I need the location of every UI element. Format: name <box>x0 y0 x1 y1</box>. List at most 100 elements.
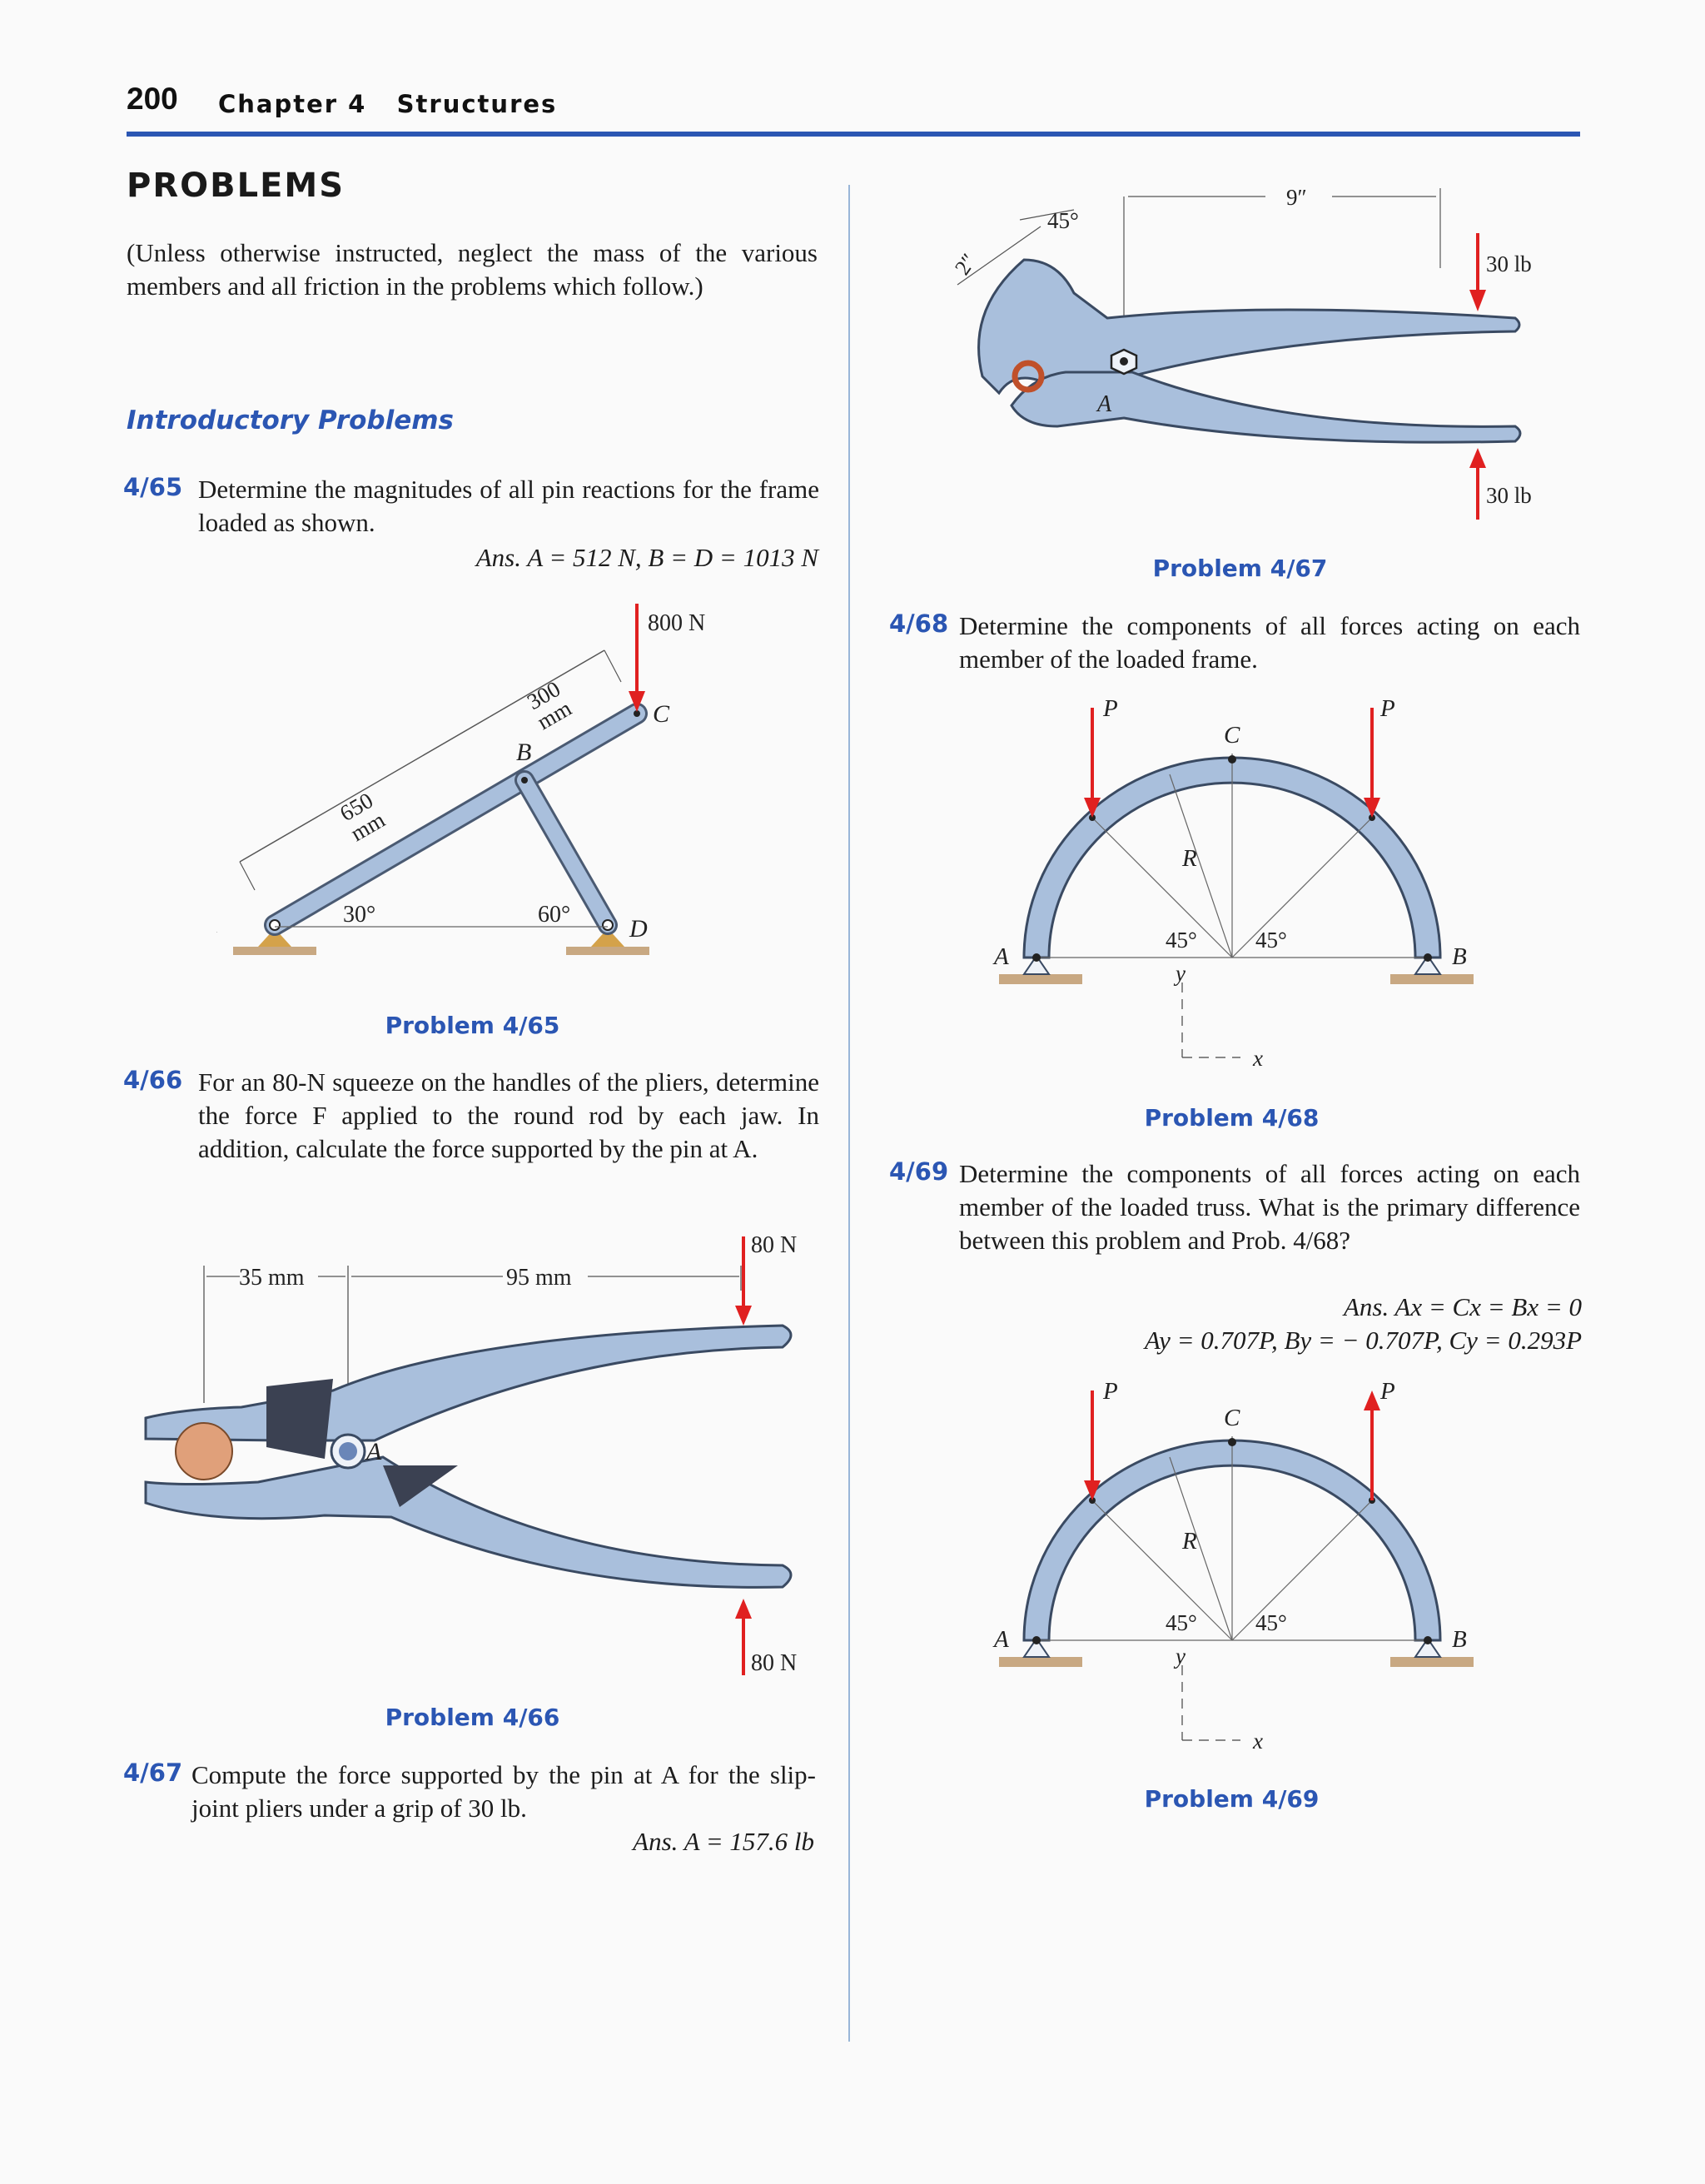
pin-a-inner <box>339 1442 357 1460</box>
label-x: x <box>1252 1729 1263 1754</box>
problem-4-68: 4/68 Determine the components of all for… <box>889 609 1582 674</box>
label-a: A <box>365 1438 382 1465</box>
label-30lb-bottom: 30 lb <box>1486 483 1532 508</box>
label-45deg-right: 45° <box>1255 928 1287 953</box>
arch-frame <box>1022 756 1442 959</box>
dim-650 <box>239 716 490 863</box>
problem-text: Determine the components of all forces a… <box>959 611 1580 674</box>
label-p1: P <box>1102 695 1118 722</box>
problem-text: Determine the components of all forces a… <box>959 1159 1580 1255</box>
round-object <box>1012 360 1045 393</box>
label-45deg-left: 45° <box>1166 928 1197 953</box>
label-45deg: 45° <box>1047 208 1079 233</box>
answer-4-67: Ans. A = 157.6 lb <box>633 1827 814 1856</box>
label-p2: P <box>1379 695 1395 722</box>
slip-pliers-lower <box>1010 371 1522 444</box>
label-80n-top: 80 N <box>751 1232 797 1258</box>
label-45deg-left: 45° <box>1166 1610 1197 1635</box>
pin-b <box>521 777 528 784</box>
problem-text: Compute the force supported by the pin a… <box>191 1760 816 1823</box>
dim-2in <box>957 226 1041 286</box>
page-number: 200 <box>127 82 178 116</box>
problem-4-65: 4/65 Determine the magnitudes of all pin… <box>123 473 819 537</box>
label-95mm: 95 mm <box>506 1265 572 1291</box>
jaw-shadow-upper <box>266 1379 333 1459</box>
column-divider <box>848 185 850 2042</box>
chapter-label: Chapter 4 <box>218 90 367 118</box>
chapter-title: Chapter 4 Structures <box>218 90 557 118</box>
label-p2: P <box>1379 1378 1395 1405</box>
pin-c <box>1228 1438 1236 1446</box>
problem-number: 4/66 <box>123 1066 183 1094</box>
ground-a <box>233 947 316 955</box>
ground-a <box>999 974 1082 984</box>
dim-300 <box>489 649 605 718</box>
support-d <box>591 928 624 947</box>
label-80n-bottom: 80 N <box>751 1650 797 1676</box>
caption-4-67: Problem 4/67 <box>1152 555 1328 582</box>
label-60deg: 60° <box>538 902 570 928</box>
problems-heading: PROBLEMS <box>127 167 345 205</box>
label-a: A <box>992 1626 1009 1653</box>
ground-d <box>566 947 649 955</box>
label-load: 800 N <box>648 610 705 636</box>
label-a: A <box>216 911 217 938</box>
label-b: B <box>1452 943 1467 970</box>
label-x: x <box>1252 1046 1263 1071</box>
label-c: C <box>1224 1405 1240 1431</box>
caption-4-69: Problem 4/69 <box>1144 1785 1320 1813</box>
problem-number: 4/67 <box>123 1759 183 1787</box>
problem-4-66: 4/66 For an 80-N squeeze on the handles … <box>123 1066 819 1163</box>
caption-4-65: Problem 4/65 <box>385 1012 560 1039</box>
problem-number: 4/68 <box>889 609 949 638</box>
pliers-upper <box>144 1324 793 1442</box>
problem-number: 4/65 <box>123 473 183 501</box>
answer-4-69-line2: Ay = 0.707P, By = − 0.707P, Cy = 0.293P <box>1144 1326 1582 1355</box>
problem-text: Determine the magnitudes of all pin reac… <box>198 475 819 537</box>
label-r: R <box>1181 845 1197 872</box>
label-r: R <box>1181 1528 1197 1555</box>
label-a: A <box>992 943 1009 970</box>
caption-4-66: Problem 4/66 <box>385 1704 560 1731</box>
problem-4-67: 4/67 Compute the force supported by the … <box>123 1759 819 1823</box>
arch-truss <box>1022 1439 1442 1642</box>
label-b: B <box>1452 1626 1467 1653</box>
pliers-lower <box>144 1455 793 1589</box>
figure-4-66: 35 mm 95 mm A 80 N 80 N <box>144 1232 797 1676</box>
problem-text: For an 80-N squeeze on the handles of th… <box>198 1067 819 1163</box>
dim-45deg <box>1019 209 1075 221</box>
caption-4-68: Problem 4/68 <box>1144 1104 1320 1132</box>
label-c: C <box>1224 722 1240 749</box>
label-9in: 9″ <box>1286 185 1307 210</box>
figure-4-69: P P C R 45° 45° A B y x <box>992 1378 1474 1754</box>
pin-c <box>634 710 640 717</box>
jaw-shadow-lower <box>383 1465 458 1507</box>
pin-a <box>1032 1636 1041 1644</box>
label-30lb-top: 30 lb <box>1486 251 1532 276</box>
label-45deg-right: 45° <box>1255 1610 1287 1635</box>
label-y: y <box>1173 961 1186 986</box>
figure-4-68: P P C R 45° 45° A B y x <box>992 695 1474 1071</box>
bar-ac <box>266 705 645 933</box>
label-y: y <box>1173 1644 1186 1669</box>
instructions-text: (Unless otherwise instructed, neglect th… <box>127 238 818 301</box>
problem-number: 4/69 <box>889 1157 949 1186</box>
pin-a <box>1032 953 1041 962</box>
label-2in: 2″ <box>950 249 981 279</box>
pin-a <box>269 919 281 931</box>
ground-b <box>1390 974 1474 984</box>
label-d: D <box>629 915 648 943</box>
answer-4-65: Ans. A = 512 N, B = D = 1013 N <box>475 543 818 572</box>
answer-4-69-line1: Ans. Ax = Cx = Bx = 0 <box>1343 1292 1582 1321</box>
intro-heading: Introductory Problems <box>127 405 454 435</box>
label-b: B <box>516 739 531 766</box>
section-label: Structures <box>396 90 558 118</box>
bar-bd <box>517 773 615 933</box>
ground-a <box>999 1657 1082 1667</box>
label-a: A <box>1096 391 1112 417</box>
pin-b <box>1424 953 1432 962</box>
problem-4-69: 4/69 Determine the components of all for… <box>889 1157 1582 1255</box>
figure-4-65: A B C D 800 N 650 mm 300 mm 30° 60° <box>216 604 705 955</box>
pin-d <box>602 919 614 931</box>
round-rod <box>175 1422 233 1480</box>
